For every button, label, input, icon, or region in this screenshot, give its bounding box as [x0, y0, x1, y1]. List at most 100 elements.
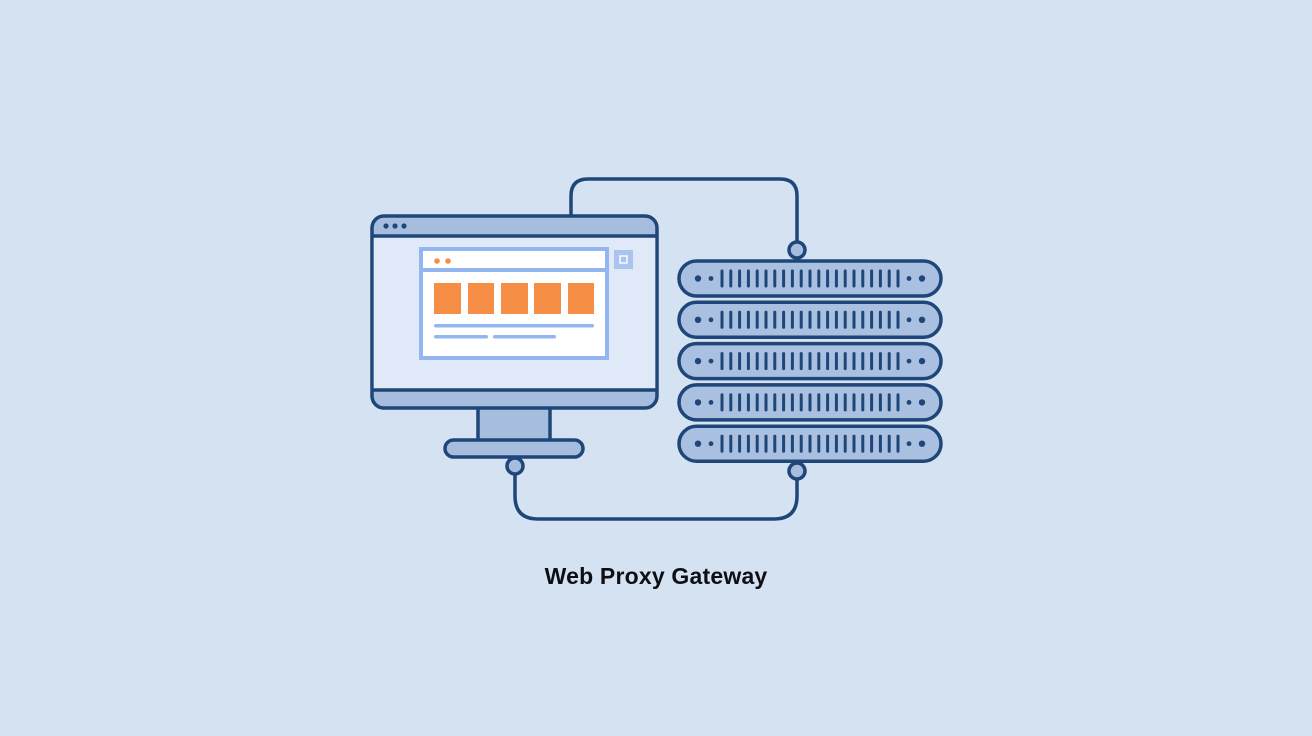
status-light-icon: [708, 358, 714, 364]
window-maximize-icon: [614, 250, 633, 269]
vent-slot: [852, 434, 856, 453]
vent-slot: [764, 393, 768, 412]
vent-slot: [729, 269, 733, 288]
vent-slot: [861, 434, 865, 453]
vent-slot: [738, 352, 742, 371]
vent-slot: [738, 434, 742, 453]
vent-slot: [746, 269, 750, 288]
vent-slot: [790, 393, 794, 412]
vent-slot: [799, 352, 803, 371]
vent-slot: [843, 269, 847, 288]
vent-slot: [861, 269, 865, 288]
vent-slot: [861, 352, 865, 371]
vent-slot: [764, 352, 768, 371]
vent-slot: [843, 310, 847, 329]
vent-slot: [729, 310, 733, 329]
vent-slot: [808, 434, 812, 453]
vent-slot: [755, 310, 759, 329]
vent-slot: [782, 310, 786, 329]
vent-slot: [817, 434, 821, 453]
vent-slot: [790, 352, 794, 371]
vent-slot: [826, 393, 830, 412]
server-stack: [677, 259, 943, 463]
vent-slot: [878, 352, 882, 371]
vent-slot: [826, 352, 830, 371]
window-dot-icon: [434, 258, 440, 264]
vent-slot: [870, 393, 874, 412]
server-unit: [677, 341, 943, 381]
vent-slot: [896, 269, 900, 288]
vent-slot: [773, 393, 777, 412]
vent-slot: [755, 269, 759, 288]
vent-slot: [887, 434, 891, 453]
status-light-icon: [906, 276, 912, 281]
vent-slot: [852, 352, 856, 371]
vent-slot: [896, 393, 900, 412]
vent-slot: [755, 434, 759, 453]
server-unit: [677, 300, 943, 340]
vent-slot: [729, 434, 733, 453]
vent-slot: [808, 269, 812, 288]
vent-slot: [729, 352, 733, 371]
vent-slot: [738, 393, 742, 412]
vent-slot: [799, 310, 803, 329]
vent-slot: [887, 310, 891, 329]
vent-slot: [782, 393, 786, 412]
vent-slot: [870, 434, 874, 453]
vent-slot: [790, 269, 794, 288]
vent-slot: [843, 352, 847, 371]
vent-slot: [870, 310, 874, 329]
vent-slot: [834, 269, 838, 288]
vent-slot: [878, 310, 882, 329]
content-tile: [568, 283, 594, 314]
vent-slot: [826, 434, 830, 453]
status-light-icon: [708, 317, 714, 323]
status-light-icon: [708, 276, 714, 281]
status-light-icon: [694, 316, 702, 323]
vent-slot: [773, 352, 777, 371]
diagram-title: Web Proxy Gateway: [544, 563, 768, 589]
vent-slot: [764, 310, 768, 329]
window-dot-icon: [445, 258, 451, 264]
vent-slot: [870, 269, 874, 288]
status-light-icon: [918, 316, 926, 323]
vent-slot: [843, 434, 847, 453]
top-connector-node: [787, 240, 807, 260]
vent-slot: [887, 393, 891, 412]
vent-slot: [755, 352, 759, 371]
monitor-neck: [476, 403, 552, 445]
vent-slot: [764, 434, 768, 453]
vent-slot: [852, 310, 856, 329]
vent-slot: [790, 310, 794, 329]
monitor-connector-node: [505, 456, 525, 476]
vent-slot: [861, 310, 865, 329]
vent-slot: [720, 434, 724, 453]
toolbar-dot-icon: [401, 223, 407, 229]
status-light-icon: [918, 440, 926, 447]
vent-slot: [782, 434, 786, 453]
bottom-connection-line: [513, 474, 799, 521]
vent-slot: [746, 352, 750, 371]
vent-slot: [729, 393, 733, 412]
vent-slot: [808, 310, 812, 329]
status-light-icon: [906, 441, 912, 447]
vent-slot: [896, 434, 900, 453]
vent-slot: [878, 269, 882, 288]
status-light-icon: [918, 275, 926, 282]
content-line: [493, 335, 556, 339]
vent-slot: [746, 434, 750, 453]
vent-slot: [720, 310, 724, 329]
status-light-icon: [906, 317, 912, 323]
status-light-icon: [694, 399, 702, 406]
vent-slot: [782, 269, 786, 288]
vent-slot: [852, 269, 856, 288]
vent-slot: [799, 434, 803, 453]
vent-slot: [782, 352, 786, 371]
vent-slot: [720, 352, 724, 371]
vent-slot: [738, 269, 742, 288]
server-unit: [677, 259, 943, 298]
status-light-icon: [906, 358, 912, 364]
vent-slot: [826, 310, 830, 329]
vent-slot: [843, 393, 847, 412]
